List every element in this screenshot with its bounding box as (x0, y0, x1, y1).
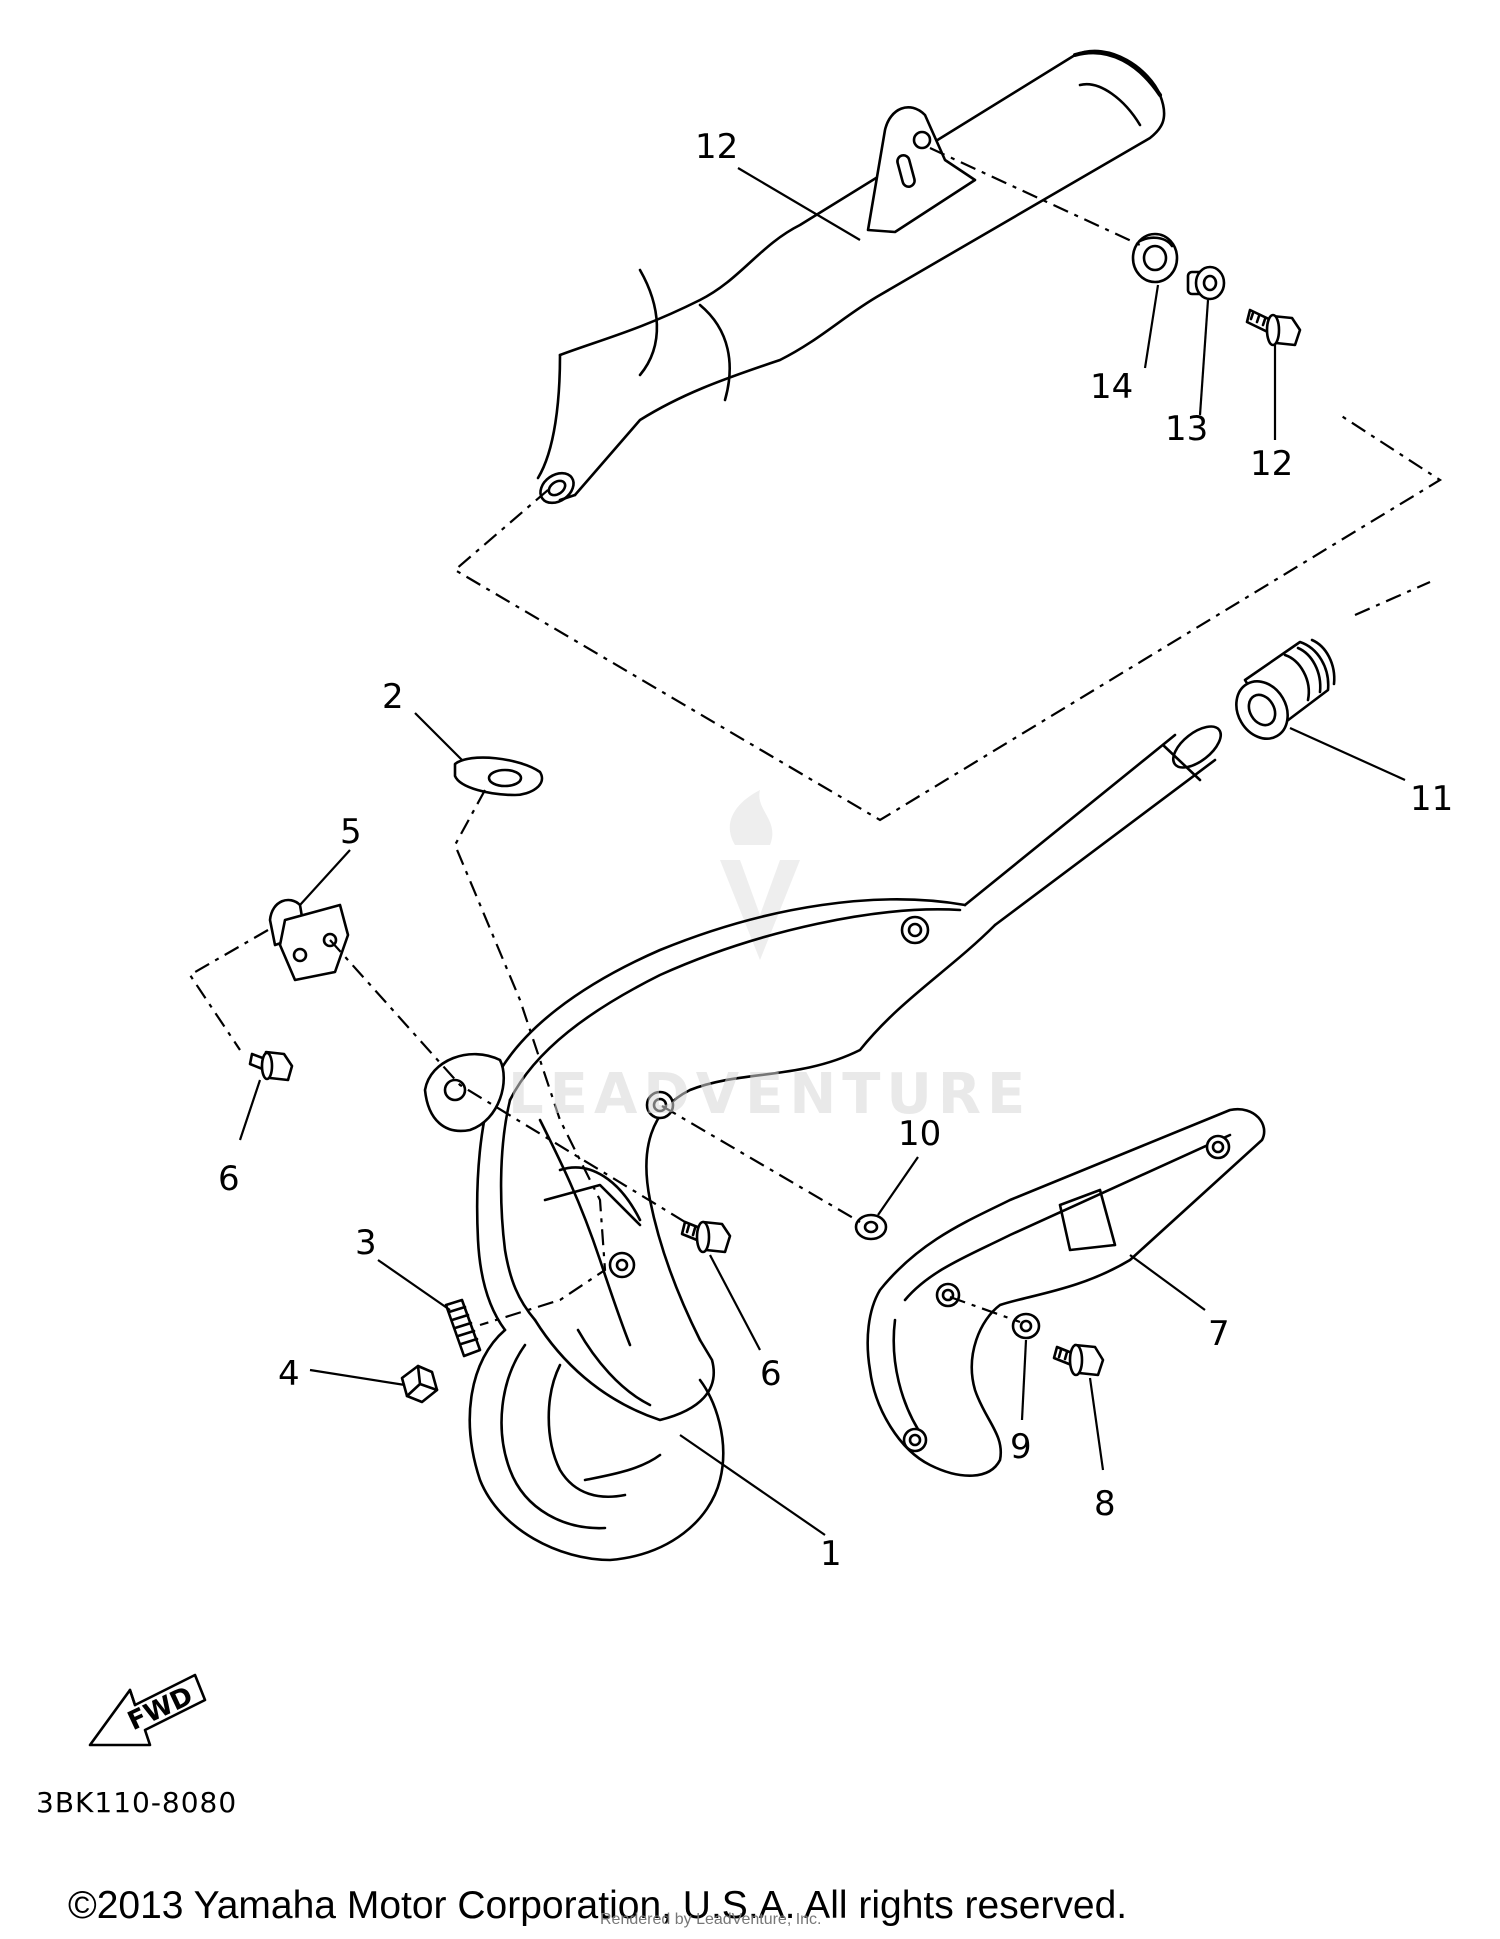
grommet-part-15[interactable] (1131, 232, 1179, 284)
washer-part-9[interactable] (1011, 1312, 1041, 1340)
part-number-labels: 12 14 13 12 11 2 5 6 6 3 4 10 7 9 8 1 (218, 127, 1453, 1574)
bracket-part-5[interactable] (268, 898, 350, 982)
protector-part-7[interactable] (866, 1107, 1266, 1477)
part-number-3: 3 (355, 1223, 377, 1263)
washer-part-10[interactable] (854, 1213, 888, 1241)
part-number-11: 11 (1410, 779, 1453, 819)
nut-part-4[interactable] (400, 1364, 439, 1404)
stud-part-3[interactable] (444, 1298, 482, 1358)
part-number-1: 1 (820, 1534, 842, 1574)
silencer-part-12[interactable] (535, 49, 1166, 509)
diagram-code: 3BK110-8080 (36, 1786, 238, 1819)
part-number-5: 5 (340, 812, 362, 852)
part-number-4: 4 (278, 1354, 300, 1394)
bolt-part-13[interactable] (1245, 308, 1302, 347)
part-number-14: 13 (1165, 409, 1208, 449)
bolt-part-8[interactable] (1052, 1343, 1105, 1377)
collar-part-14[interactable] (1186, 265, 1226, 301)
gasket-part-2[interactable] (453, 756, 544, 797)
assembly-lines (188, 147, 1443, 1327)
part-number-6-left: 6 (218, 1159, 240, 1199)
bolt-part-6-left[interactable] (248, 1050, 294, 1082)
part-number-13: 12 (1250, 444, 1293, 484)
watermark-text: LEADVENTURE (508, 1062, 1032, 1127)
part-number-9: 9 (1010, 1427, 1032, 1467)
bolt-part-6-right[interactable] (680, 1220, 732, 1254)
rendered-by-credit: Rendered by LeadVenture, Inc. (600, 1911, 822, 1928)
forward-arrow-icon: FWD (88, 1673, 207, 1747)
part-number-15: 14 (1090, 367, 1133, 407)
fwd-label: FWD (123, 1681, 197, 1737)
part-number-8: 8 (1094, 1484, 1116, 1524)
part-number-7: 7 (1208, 1314, 1230, 1354)
copyright-notice: ©2013 Yamaha Motor Corporation, U.S.A. A… (68, 1884, 1128, 1927)
part-number-2: 2 (382, 677, 404, 717)
exhaust-pipe-part-1[interactable] (423, 719, 1228, 1562)
part-number-12: 12 (695, 127, 738, 167)
part-number-6-right: 6 (760, 1354, 782, 1394)
leader-lines (238, 167, 1406, 1536)
watermark-logo (720, 790, 800, 960)
part-number-10: 10 (898, 1114, 941, 1154)
joint-part-11[interactable] (1226, 638, 1336, 748)
